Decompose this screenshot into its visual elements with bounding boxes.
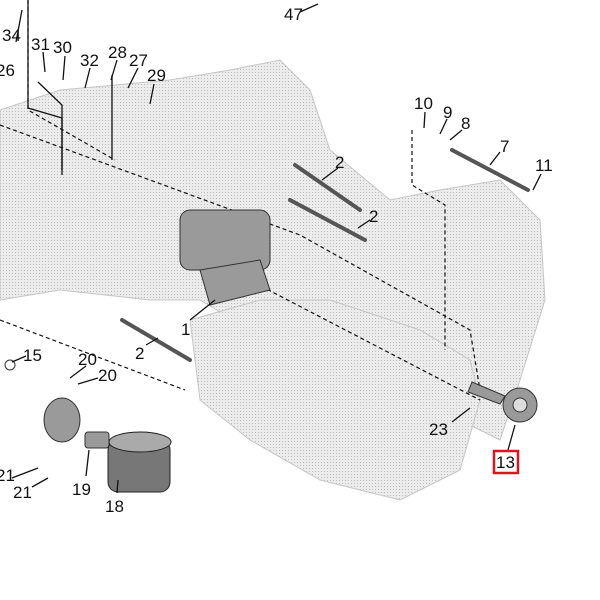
callout-20[interactable]: 20 — [98, 366, 117, 385]
shaft — [467, 381, 506, 405]
callout-10[interactable]: 10 — [414, 94, 433, 113]
callout-31[interactable]: 31 — [31, 35, 50, 54]
callout-32[interactable]: 32 — [80, 51, 99, 70]
callout-7[interactable]: 7 — [500, 137, 509, 156]
bolt — [293, 163, 362, 212]
assembly-line — [0, 124, 481, 391]
oil-cooler-fitting — [84, 431, 110, 449]
bolt — [120, 318, 192, 362]
callout-23[interactable]: 23 — [429, 420, 448, 439]
callout-19[interactable]: 19 — [72, 480, 91, 499]
callout-28[interactable]: 28 — [108, 43, 127, 62]
leader-lines — [11, 3, 542, 494]
callout-2[interactable]: 2 — [135, 344, 144, 363]
callout-2[interactable]: 2 — [335, 153, 344, 172]
callout-21[interactable]: 21 — [0, 466, 15, 485]
callout-1[interactable]: 1 — [181, 320, 190, 339]
callout-18[interactable]: 18 — [105, 497, 124, 516]
callout-27[interactable]: 27 — [129, 51, 148, 70]
callout-21[interactable]: 21 — [13, 483, 32, 502]
oil-filter-top — [108, 431, 172, 453]
bolt — [288, 198, 367, 242]
o-ring — [4, 359, 16, 371]
lower-crankcase — [189, 299, 481, 501]
callout-9[interactable]: 9 — [443, 103, 452, 122]
callout-29[interactable]: 29 — [147, 66, 166, 85]
oil-pump-housing — [43, 397, 81, 443]
assembly-line — [229, 269, 481, 401]
callout-15[interactable]: 15 — [23, 346, 42, 365]
highlight-box — [492, 449, 520, 475]
callout-11[interactable]: 11 — [535, 156, 553, 175]
bolt — [450, 148, 530, 192]
starter-motor-flange — [199, 259, 271, 306]
assembly-line — [37, 81, 63, 170]
callout-20[interactable]: 20 — [78, 350, 97, 369]
callout-26[interactable]: 26 — [0, 61, 15, 80]
callout-labels: 47 34 31 30 32 28 27 29 26 10 9 8 7 11 2… — [0, 5, 553, 516]
callout-34[interactable]: 34 — [2, 26, 21, 45]
gear-hub — [512, 397, 528, 413]
callout-30[interactable]: 30 — [53, 38, 72, 57]
callout-2[interactable]: 2 — [369, 207, 378, 226]
callout-47[interactable]: 47 — [284, 5, 303, 24]
callout-8[interactable]: 8 — [461, 114, 470, 133]
assembly-line — [0, 319, 186, 391]
callout-13[interactable]: 13 — [496, 453, 515, 472]
